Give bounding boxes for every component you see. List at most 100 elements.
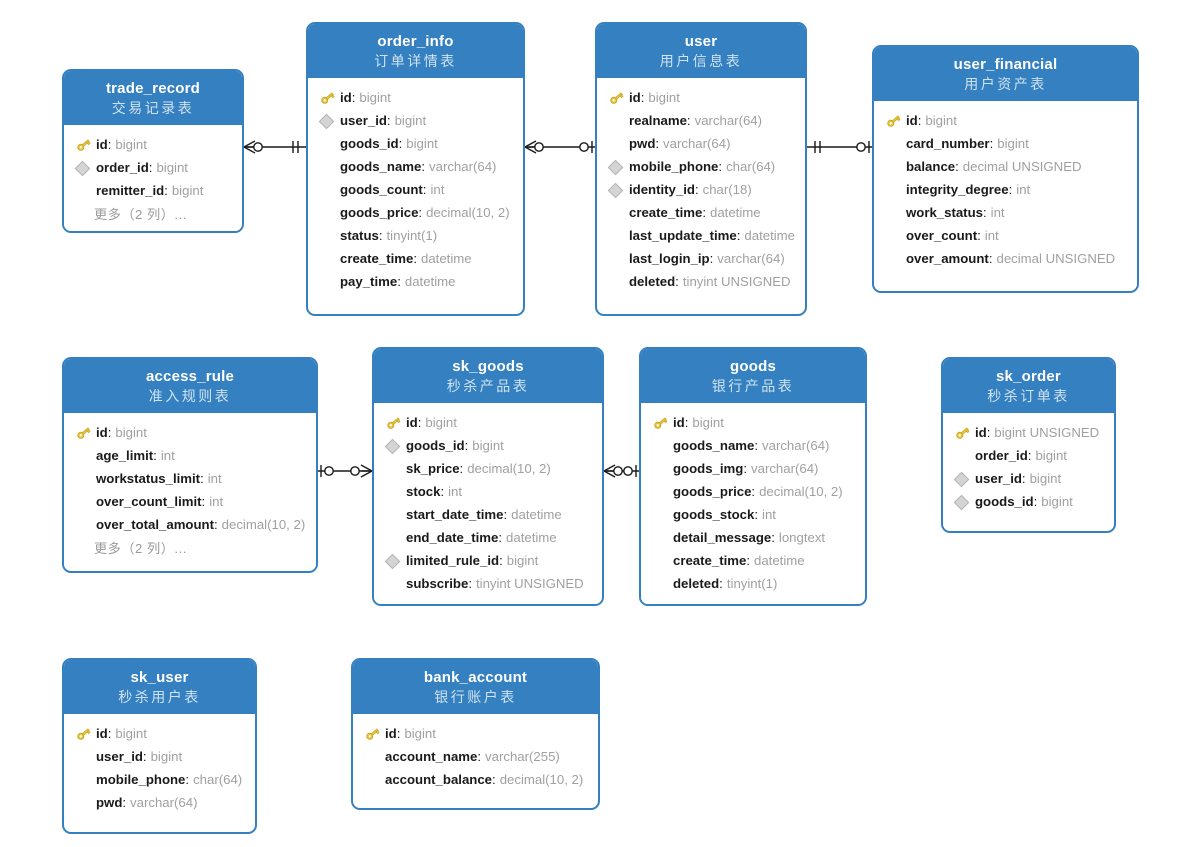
column-row[interactable]: status:tinyint(1) [314, 224, 517, 247]
column-icon-slot [651, 438, 671, 454]
column-row[interactable]: balance:decimal UNSIGNED [880, 155, 1131, 178]
column-row[interactable]: age_limit:int [70, 444, 310, 467]
column-row[interactable]: create_time:datetime [603, 201, 799, 224]
column-separator: : [719, 576, 723, 592]
column-row[interactable]: user_id:bigint [949, 467, 1108, 490]
column-row[interactable]: goods_price:decimal(10, 2) [314, 201, 517, 224]
column-row[interactable]: id:bigint [314, 86, 517, 109]
column-row[interactable]: goods_id:bigint [380, 434, 596, 457]
column-row[interactable]: create_time:datetime [314, 247, 517, 270]
column-row[interactable]: pwd:varchar(64) [70, 791, 249, 814]
column-separator: : [694, 182, 699, 198]
column-row[interactable]: id:bigint [380, 411, 596, 434]
column-row[interactable]: integrity_degree:int [880, 178, 1131, 201]
column-more-row[interactable]: 更多（2 列）... [70, 536, 310, 559]
more-columns-label[interactable]: 更多（2 列）... [94, 207, 187, 223]
column-row[interactable]: goods_id:bigint [314, 132, 517, 155]
column-row[interactable]: remitter_id:bigint [70, 179, 236, 202]
column-row[interactable]: workstatus_limit:int [70, 467, 310, 490]
column-type: bigint [171, 183, 204, 199]
column-row[interactable]: mobile_phone:char(64) [603, 155, 799, 178]
column-icon-slot [953, 425, 973, 441]
column-row[interactable]: deleted:tinyint UNSIGNED [603, 270, 799, 293]
more-columns-label[interactable]: 更多（2 列）... [94, 541, 187, 557]
column-row[interactable]: id:bigint [880, 109, 1131, 132]
column-row[interactable]: realname:varchar(64) [603, 109, 799, 132]
column-icon-slot [318, 159, 338, 175]
column-separator: : [468, 576, 472, 592]
column-row[interactable]: id:bigint [603, 86, 799, 109]
column-row[interactable]: id:bigint [70, 133, 236, 156]
column-row[interactable]: id:bigint [70, 722, 249, 745]
column-row[interactable]: pay_time:datetime [314, 270, 517, 293]
column-separator: : [746, 553, 750, 569]
column-row[interactable]: goods_stock:int [647, 503, 859, 526]
column-row[interactable]: user_id:bigint [70, 745, 249, 768]
column-row[interactable]: order_id:bigint [70, 156, 236, 179]
column-row[interactable]: start_date_time:datetime [380, 503, 596, 526]
column-row[interactable]: last_update_time:datetime [603, 224, 799, 247]
column-row[interactable]: mobile_phone:char(64) [70, 768, 249, 791]
column-name: last_update_time [629, 228, 737, 244]
column-row[interactable]: goods_img:varchar(64) [647, 457, 859, 480]
column-row[interactable]: user_id:bigint [314, 109, 517, 132]
column-row[interactable]: detail_message:longtext [647, 526, 859, 549]
column-row[interactable]: deleted:tinyint(1) [647, 572, 859, 595]
column-row[interactable]: account_balance:decimal(10, 2) [359, 768, 592, 791]
column-type: bigint [692, 415, 724, 431]
column-row[interactable]: sk_price:decimal(10, 2) [380, 457, 596, 480]
column-row[interactable]: over_total_amount:decimal(10, 2) [70, 513, 310, 536]
entity-subtitle: 用户信息表 [659, 52, 743, 69]
column-name: id [385, 726, 397, 742]
column-separator: : [398, 136, 403, 152]
column-row[interactable]: account_name:varchar(255) [359, 745, 592, 768]
column-separator: : [421, 159, 426, 175]
column-name: balance [906, 159, 956, 175]
column-name: goods_price [340, 205, 419, 221]
column-row[interactable]: id:bigint [70, 421, 310, 444]
column-row[interactable]: id:bigint [359, 722, 592, 745]
column-name: limited_rule_id [406, 553, 500, 569]
column-row[interactable]: work_status:int [880, 201, 1131, 224]
column-row[interactable]: pwd:varchar(64) [603, 132, 799, 155]
column-row[interactable]: goods_count:int [314, 178, 517, 201]
column-row[interactable]: goods_name:varchar(64) [647, 434, 859, 457]
column-row[interactable]: goods_name:varchar(64) [314, 155, 517, 178]
column-type: tinyint(1) [726, 576, 778, 592]
column-row[interactable]: card_number:bigint [880, 132, 1131, 155]
column-row[interactable]: order_id:bigint [949, 444, 1108, 467]
column-more-row[interactable]: 更多（2 列）... [70, 202, 236, 225]
column-row[interactable]: goods_id:bigint [949, 490, 1108, 513]
column-row[interactable]: limited_rule_id:bigint [380, 549, 596, 572]
column-row[interactable]: identity_id:char(18) [603, 178, 799, 201]
column-row[interactable]: over_count:int [880, 224, 1131, 247]
column-type: int [430, 182, 445, 198]
column-row[interactable]: subscribe:tinyint UNSIGNED [380, 572, 596, 595]
column-type: varchar(64) [751, 461, 819, 477]
column-row[interactable]: create_time:datetime [647, 549, 859, 572]
column-type: bigint [156, 160, 188, 176]
column-row[interactable]: goods_price:decimal(10, 2) [647, 480, 859, 503]
column-row[interactable]: over_amount:decimal UNSIGNED [880, 247, 1131, 270]
column-row[interactable]: over_count_limit:int [70, 490, 310, 513]
column-row[interactable]: last_login_ip:varchar(64) [603, 247, 799, 270]
key-icon [887, 115, 901, 127]
column-type: int [209, 494, 224, 510]
column-row[interactable]: id:bigint UNSIGNED [949, 421, 1108, 444]
column-row[interactable]: id:bigint [647, 411, 859, 434]
column-row[interactable]: stock:int [380, 480, 596, 503]
column-row[interactable]: end_date_time:datetime [380, 526, 596, 549]
